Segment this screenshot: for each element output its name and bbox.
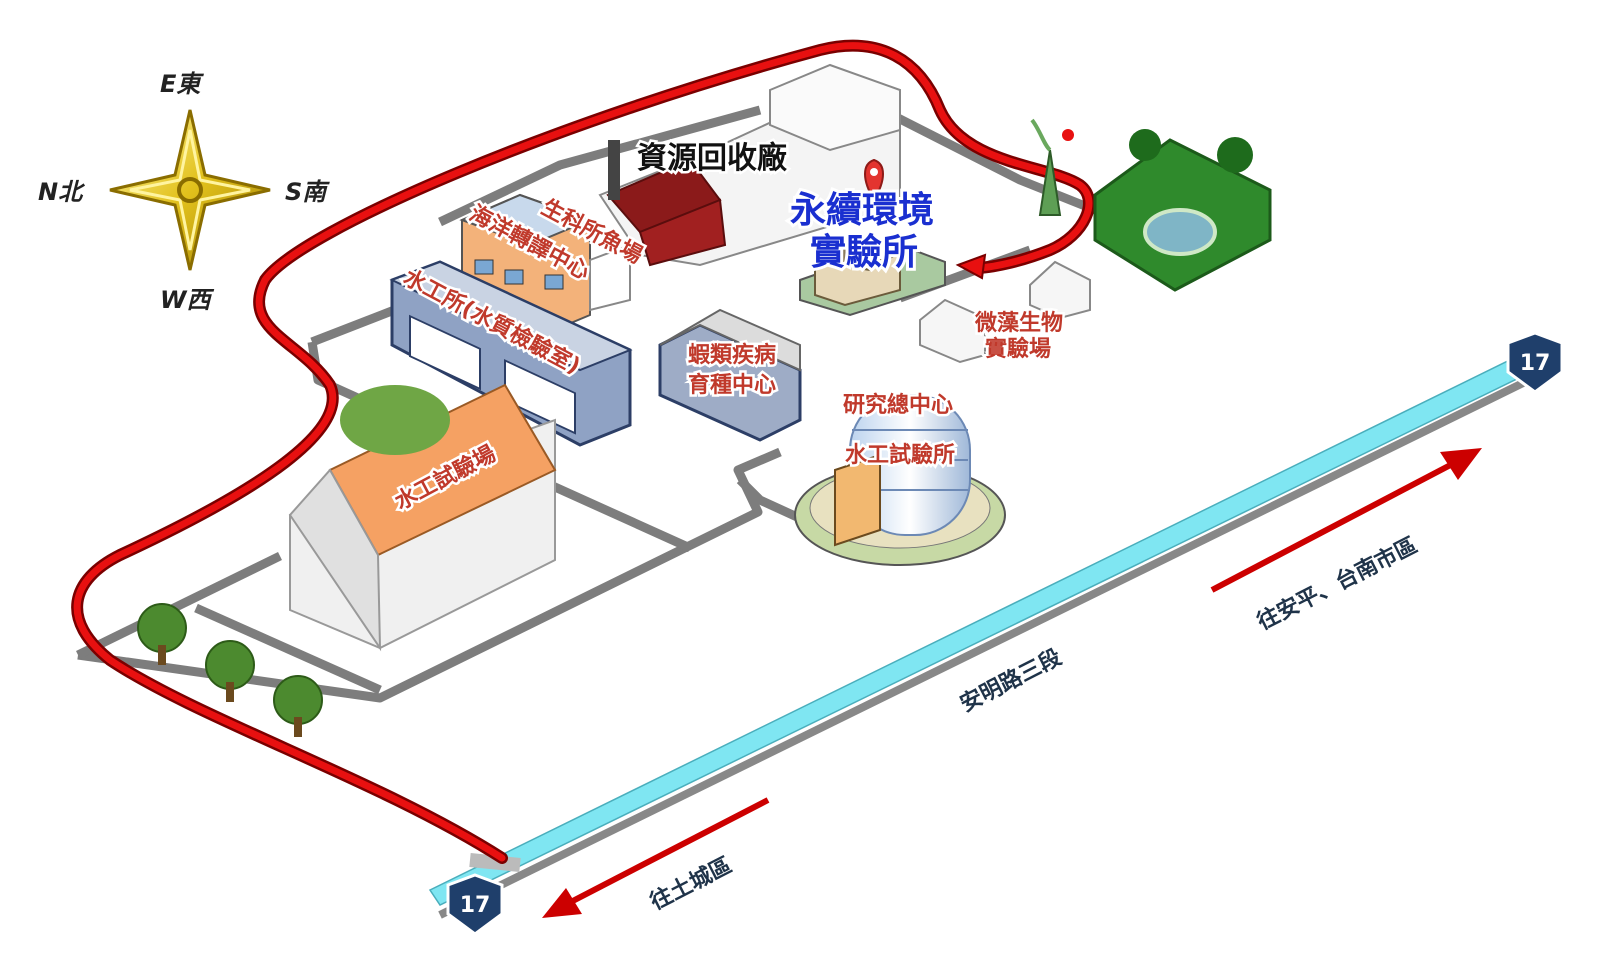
svg-text:17: 17 <box>460 893 491 918</box>
microalgae-label-2: 實驗場 <box>985 336 1051 362</box>
svg-text:17: 17 <box>1520 351 1551 376</box>
campus-roads <box>76 105 1102 703</box>
compass-north-label: N北 <box>38 178 85 206</box>
highway-17 <box>428 353 1527 919</box>
water-quality-lab-building[interactable] <box>389 260 633 447</box>
recycling-plant-building[interactable] <box>598 63 901 267</box>
to-anping-label: 往安平、台南市區 <box>1253 532 1422 635</box>
shrimp-disease-label-1: 蝦類疾病 <box>688 342 776 368</box>
park-area <box>1093 129 1272 292</box>
hydraulic-institute-label: 水工試驗所 <box>845 442 955 468</box>
microalgae-farm-buildings[interactable] <box>919 260 1091 364</box>
direction-arrow-anping <box>1210 448 1482 593</box>
route-end-arrow <box>955 253 987 280</box>
research-center-label: 研究總中心 <box>843 392 953 418</box>
wind-turbine-icon <box>1030 118 1074 216</box>
location-pin-icon <box>864 158 884 202</box>
highway-17-badge-bottom: 17 <box>446 873 504 936</box>
to-tucheng-label: 往土城區 <box>646 852 736 915</box>
compass-east-label: E東 <box>160 70 204 98</box>
microalgae-label-1: 微藻生物 <box>974 310 1063 336</box>
direction-arrow-tucheng <box>542 797 770 918</box>
tree-icons <box>137 603 323 737</box>
recycling-plant-label: 資源回收廠 <box>637 141 787 176</box>
compass-icon <box>109 109 271 271</box>
hydraulic-field-building[interactable] <box>288 383 557 652</box>
sustainable-lab-label-1: 永續環境 <box>790 190 934 231</box>
compass-south-label: S南 <box>285 178 330 206</box>
shrimp-disease-center-building[interactable] <box>658 308 802 442</box>
sustainable-lab-building[interactable] <box>799 238 946 317</box>
sustainable-lab-label-2: 實驗所 <box>810 231 918 273</box>
shrimp-disease-label-2: 育種中心 <box>688 372 776 398</box>
research-center-building[interactable] <box>794 394 1006 566</box>
compass-west-label: W西 <box>160 286 214 314</box>
highway-17-badge-top: 17 <box>1506 331 1564 394</box>
